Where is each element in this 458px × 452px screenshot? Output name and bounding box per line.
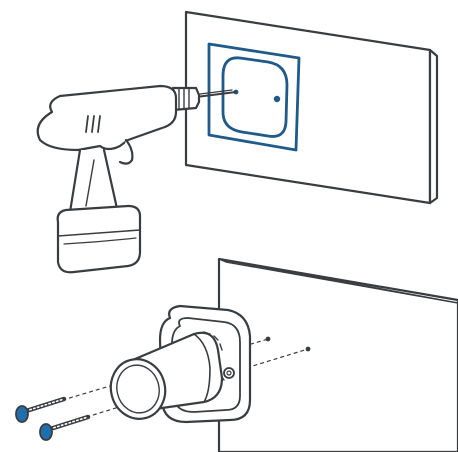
wall-mount-icon xyxy=(105,306,250,425)
wall-hole-left xyxy=(266,337,271,342)
wall-panel-bottom xyxy=(219,259,458,452)
screw-lower xyxy=(40,417,88,440)
screw-icon xyxy=(16,399,88,440)
wall-hole-right xyxy=(306,347,311,352)
template-hole-right xyxy=(274,96,280,102)
step-fasten-mount xyxy=(16,259,458,452)
screw-upper xyxy=(16,399,64,422)
step-drill-holes xyxy=(38,12,437,272)
